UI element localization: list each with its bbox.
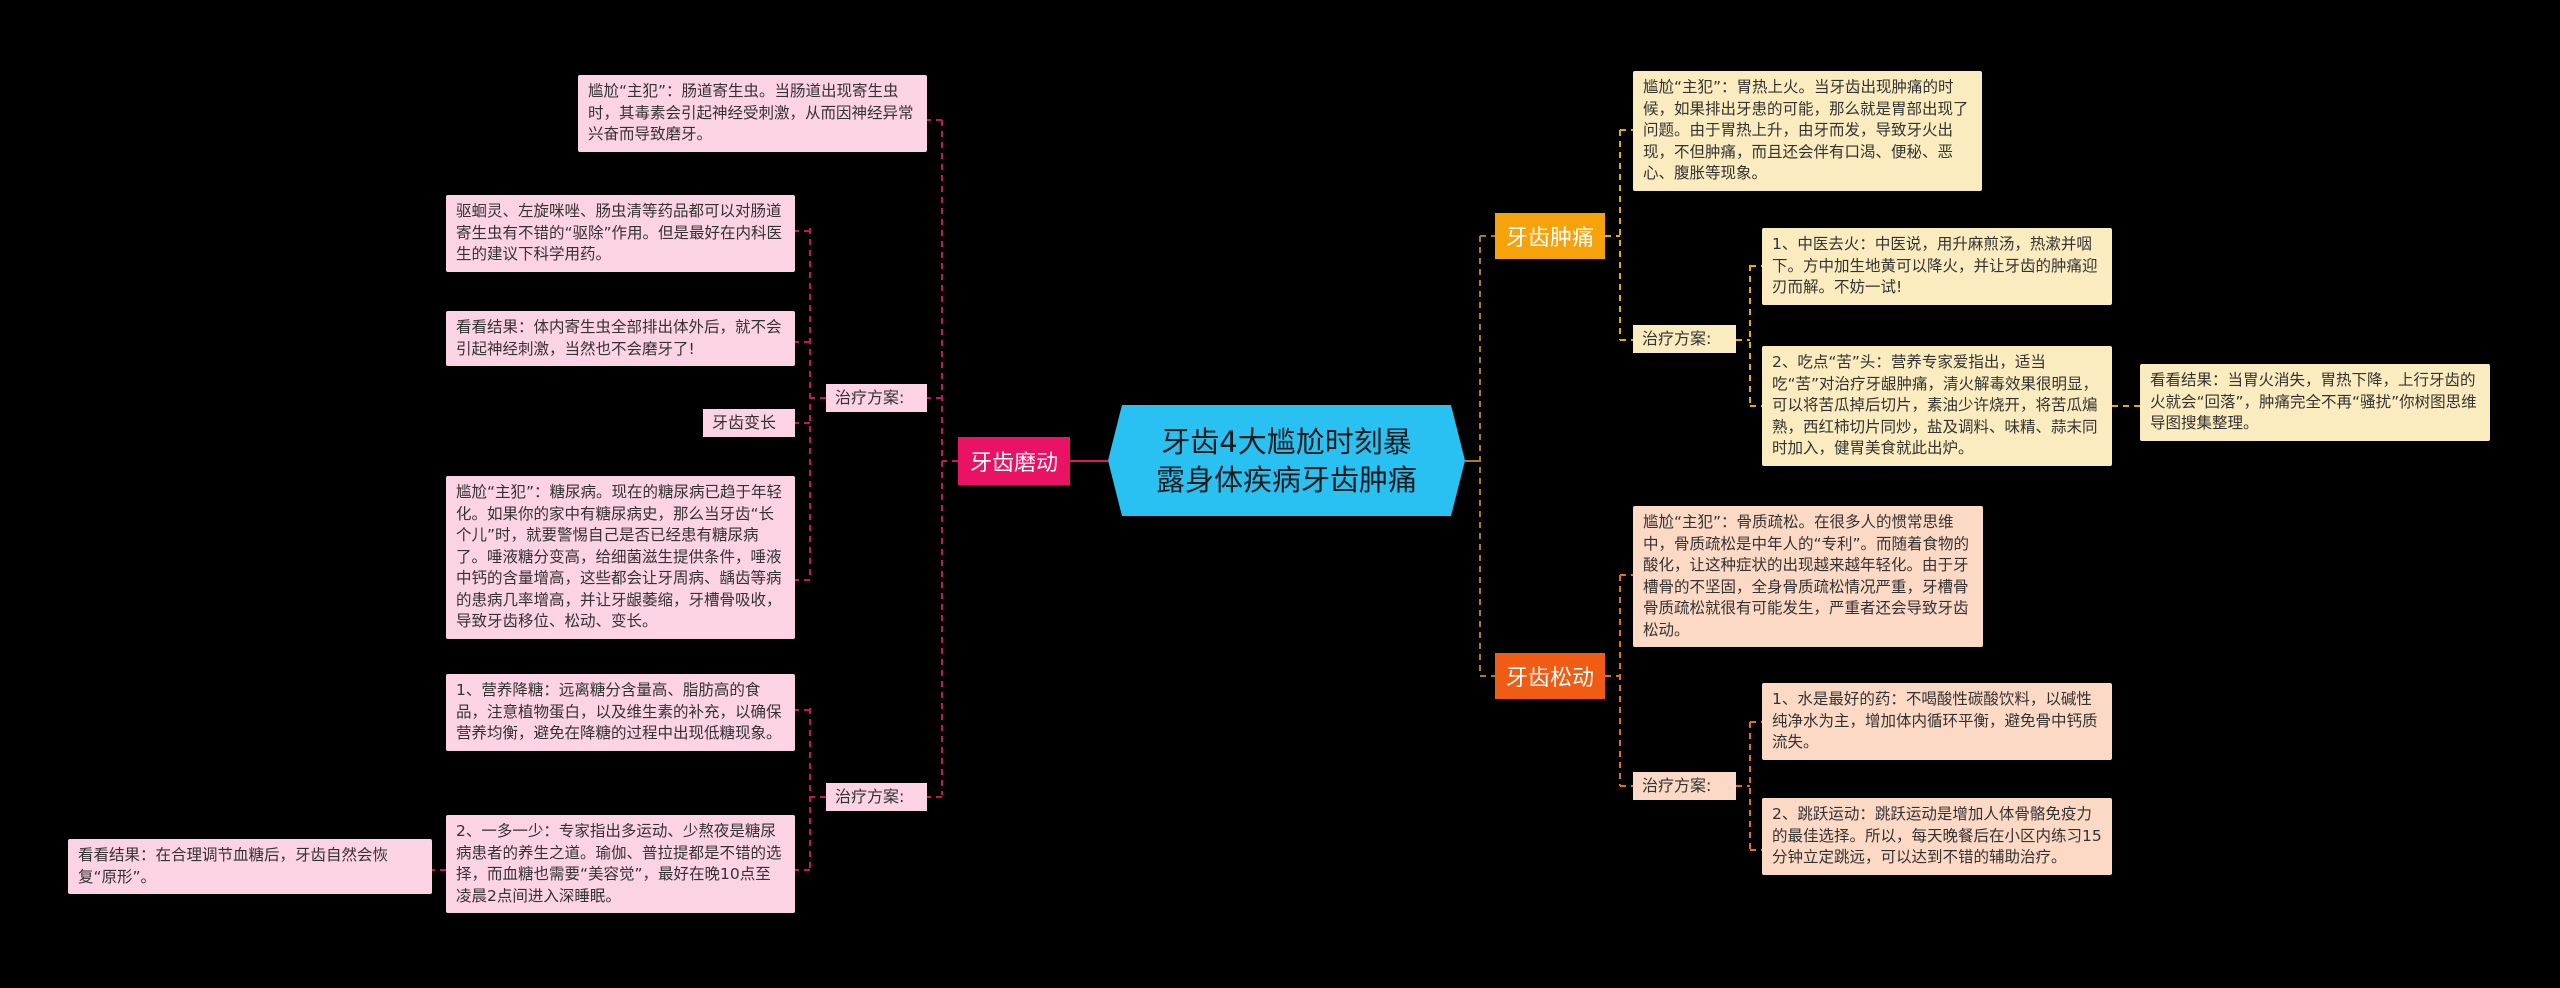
swelling-result[interactable]: 看看结果：当胃火消失，胃热下降，上行牙齿的火就会“回落”，肿痛完全不再“骚扰”你… bbox=[2140, 364, 2490, 441]
root-topic-text: 牙齿4大尴尬时刻暴露身体疾病牙齿肿痛 bbox=[1155, 424, 1417, 497]
grinding-result-1[interactable]: 看看结果：体内寄生虫全部排出体外后，就不会引起神经刺激，当然也不会磨牙了! bbox=[446, 311, 795, 366]
diabetes-treatment-exercise-sleep[interactable]: 2、一多一少：专家指出多运动、少熬夜是糖尿病患者的养生之道。瑜伽、普拉提都是不错… bbox=[446, 815, 795, 913]
swelling-treatment-bitter-melon[interactable]: 2、吃点“苦”头：营养专家爱指出，适当吃“苦”对治疗牙龈肿痛，清火解毒效果很明显… bbox=[1762, 346, 2112, 466]
branch-teeth-swelling[interactable]: 牙齿肿痛 bbox=[1495, 213, 1605, 259]
teeth-lengthen-label[interactable]: 牙齿变长 bbox=[703, 409, 795, 437]
lengthen-culprit-diabetes[interactable]: 尴尬“主犯”：糖尿病。现在的糖尿病已趋于年轻化。如果你的家中有糖尿病史，那么当牙… bbox=[446, 476, 795, 639]
swelling-treatment-tcm[interactable]: 1、中医去火：中医说，用升麻煎汤，热漱并咽下。方中加生地黄可以降火，并让牙齿的肿… bbox=[1762, 228, 2112, 305]
grinding-culprit-parasite[interactable]: 尴尬“主犯”：肠道寄生虫。当肠道出现寄生虫时，其毒素会引起神经受刺激，从而因神经… bbox=[578, 75, 927, 152]
grinding-treatment-label-1[interactable]: 治疗方案: bbox=[826, 384, 927, 412]
root-topic[interactable]: 牙齿4大尴尬时刻暴露身体疾病牙齿肿痛 bbox=[1108, 405, 1465, 516]
grinding-treatment-label-2[interactable]: 治疗方案: bbox=[826, 783, 927, 811]
loosening-treatment-jumping[interactable]: 2、跳跃运动：跳跃运动是增加人体骨骼免疫力的最佳选择。所以，每天晚餐后在小区内练… bbox=[1762, 798, 2112, 875]
loosening-treatment-label[interactable]: 治疗方案: bbox=[1633, 772, 1736, 800]
branch-teeth-grinding[interactable]: 牙齿磨动 bbox=[958, 437, 1070, 485]
root-hexagon-shape bbox=[1108, 405, 1465, 516]
loosening-culprit-osteoporosis[interactable]: 尴尬“主犯”：骨质疏松。在很多人的惯常思维中，骨质疏松是中年人的“专利”。而随着… bbox=[1633, 506, 1983, 647]
diabetes-result[interactable]: 看看结果：在合理调节血糖后，牙齿自然会恢复“原形”。 bbox=[68, 839, 432, 894]
grinding-treatment-deworming[interactable]: 驱蛔灵、左旋咪唑、肠虫清等药品都可以对肠道寄生虫有不错的“驱除”作用。但是最好在… bbox=[446, 195, 795, 272]
branch-teeth-loosening[interactable]: 牙齿松动 bbox=[1495, 653, 1605, 699]
diabetes-treatment-nutrition[interactable]: 1、营养降糖：远离糖分含量高、脂肪高的食品，注意植物蛋白，以及维生素的补充，以确… bbox=[446, 674, 795, 751]
swelling-culprit-stomach-heat[interactable]: 尴尬“主犯”：胃热上火。当牙齿出现肿痛的时候，如果排出牙患的可能，那么就是胃部出… bbox=[1633, 71, 1982, 191]
loosening-treatment-water[interactable]: 1、水是最好的药：不喝酸性碳酸饮料，以碱性纯净水为主，增加体内循环平衡，避免骨中… bbox=[1762, 683, 2112, 760]
swelling-treatment-label[interactable]: 治疗方案: bbox=[1633, 325, 1736, 353]
